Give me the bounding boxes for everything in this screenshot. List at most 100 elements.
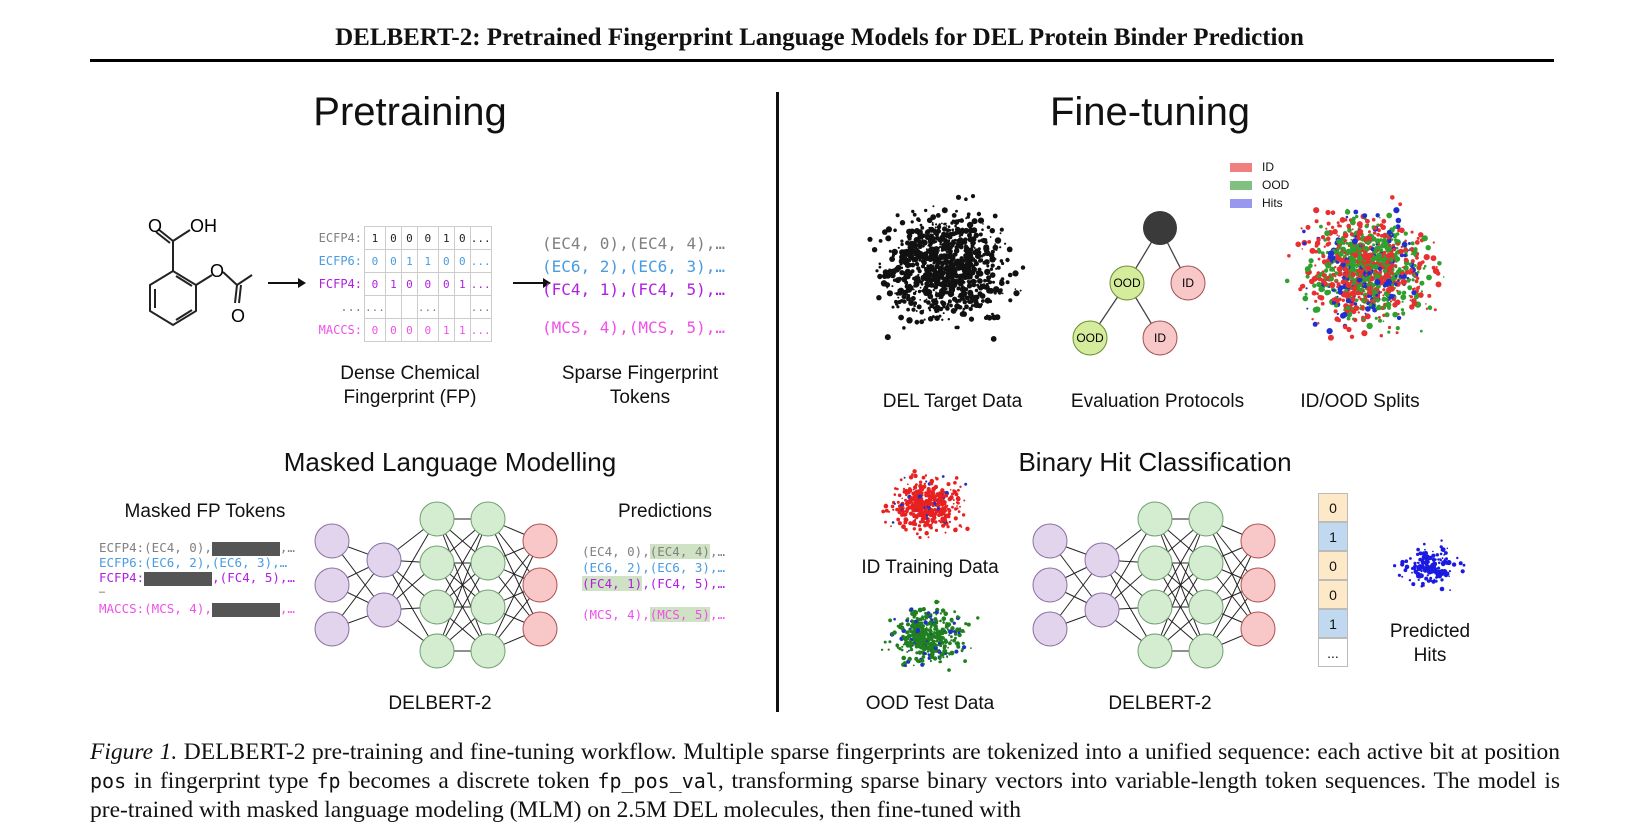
nn-node: [419, 545, 455, 581]
scatter-point: [942, 629, 945, 632]
scatter-point: [1404, 564, 1410, 570]
scatter-point: [925, 504, 928, 506]
delbert-network-pretrain: [314, 501, 558, 669]
scatter-point: [1342, 324, 1348, 330]
scatter-point: [923, 318, 926, 321]
scatter-point: [917, 273, 920, 276]
scatter-point: [969, 230, 973, 234]
scatter-point: [883, 640, 887, 644]
scatter-point: [962, 307, 966, 311]
scatter-point: [926, 650, 930, 653]
fp-bit-cell: 0: [364, 249, 386, 273]
tree-node-ood: [1072, 320, 1108, 356]
scatter-point: [1423, 542, 1426, 546]
scatter-point: [1302, 241, 1307, 246]
scatter-point: [1379, 216, 1381, 219]
scatter-point: [1356, 245, 1359, 247]
scatter-point: [867, 236, 873, 242]
scatter-point: [1439, 572, 1442, 575]
scatter-point: [942, 656, 945, 659]
scatter-point: [973, 248, 981, 255]
scatter-point: [1316, 281, 1322, 288]
scatter-point: [917, 499, 920, 502]
scatter-point: [943, 249, 945, 252]
scatter-point: [907, 505, 910, 508]
scatter-point: [911, 491, 916, 496]
scatter-point: [1400, 308, 1405, 312]
scatter-point: [932, 495, 937, 500]
scatter-point: [1308, 263, 1313, 268]
scatter-point: [935, 228, 941, 234]
scatter-point: [909, 254, 914, 259]
scatter-point: [916, 641, 921, 646]
scatter-point: [1337, 224, 1341, 228]
scatter-point: [1363, 295, 1368, 300]
scatter-point: [952, 252, 956, 257]
scatter-point: [919, 223, 923, 227]
scatter-point: [984, 268, 991, 276]
scatter-point: [1330, 210, 1336, 215]
scatter-point: [1437, 558, 1440, 561]
scatter-point: [1336, 246, 1340, 249]
scatter-point: [1349, 334, 1355, 339]
scatter-point: [1408, 579, 1412, 582]
fp-bit-cell: ...: [469, 226, 492, 250]
scatter-point: [929, 648, 934, 653]
scatter-point: [960, 274, 963, 277]
scatter-point: [1358, 224, 1363, 229]
scatter-point: [962, 274, 968, 280]
scatter-point: [1451, 562, 1457, 567]
scatter-point: [965, 526, 970, 531]
scatter-point: [906, 317, 913, 324]
scatter-point: [909, 644, 913, 649]
scatter-point: [1334, 271, 1339, 276]
scatter-point: [1357, 295, 1361, 299]
scatter-point: [930, 296, 933, 299]
scatter-point: [1350, 296, 1356, 302]
scatter-point: [931, 522, 934, 525]
scatter-point: [922, 617, 924, 620]
scatter-point: [1366, 282, 1371, 287]
scatter-point: [896, 500, 900, 504]
scatter-point: [885, 235, 892, 242]
scatter-point: [1386, 229, 1392, 235]
scatter-point: [1356, 263, 1359, 266]
scatter-point: [979, 258, 984, 263]
scatter-point: [976, 283, 980, 287]
scatter-point: [994, 243, 996, 246]
scatter-point: [1318, 286, 1325, 293]
section-divider: [776, 92, 779, 712]
scatter-point: [928, 511, 932, 515]
scatter-point: [1329, 268, 1333, 272]
scatter-point: [989, 267, 994, 271]
scatter-point: [948, 634, 951, 637]
nn-node: [419, 589, 455, 625]
scatter-point: [1421, 555, 1427, 560]
scatter-point: [1336, 282, 1341, 287]
nn-node: [470, 501, 506, 537]
scatter-point: [1332, 228, 1338, 235]
scatter-point: [926, 264, 930, 268]
scatter-point: [1324, 283, 1327, 286]
scatter-point: [915, 278, 922, 284]
nn-node: [314, 523, 350, 559]
scatter-point: [946, 525, 950, 529]
scatter-point: [893, 493, 897, 496]
scatter-point: [1425, 564, 1430, 570]
scatter-point: [904, 277, 907, 280]
scatter-point: [996, 265, 1001, 270]
scatter-point: [1389, 300, 1393, 303]
scatter-point: [1411, 301, 1417, 307]
scatter-point: [1321, 273, 1326, 278]
nn-node: [522, 567, 558, 603]
fp-bit-cell: ...: [469, 318, 492, 342]
scatter-point: [914, 518, 917, 521]
scatter-point: [902, 326, 906, 330]
scatter-point: [1008, 248, 1011, 251]
scatter-point: [973, 232, 979, 238]
scatter-point: [934, 528, 939, 532]
scatter-point: [1333, 303, 1339, 308]
scatter-point: [1365, 273, 1368, 277]
scatter-point: [901, 655, 906, 661]
